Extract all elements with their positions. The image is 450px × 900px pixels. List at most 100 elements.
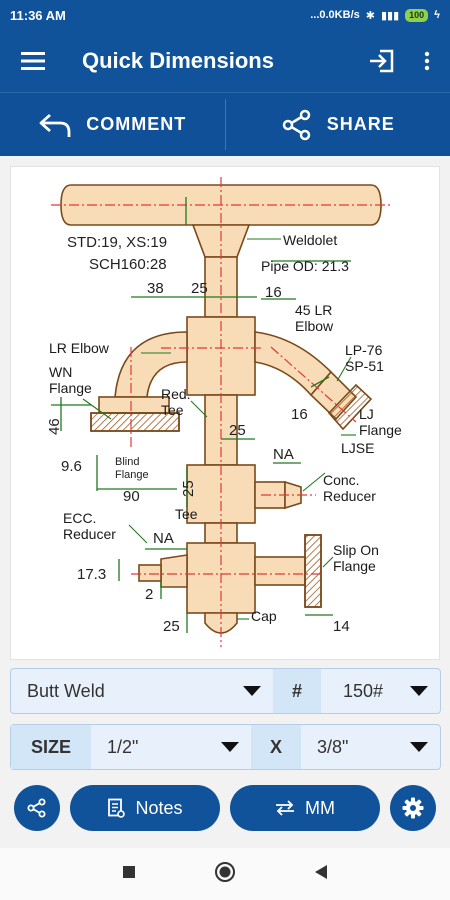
- lj-label-2: Flange: [359, 422, 402, 438]
- settings-button[interactable]: [390, 785, 436, 831]
- dimension-diagram: STD:19, XS:19 SCH160:28 Weldolet Pipe OD…: [10, 166, 440, 660]
- back-triangle-icon: [315, 864, 327, 879]
- dim-25-cap: 25: [163, 618, 180, 635]
- more-vert-icon: [424, 51, 430, 71]
- red-tee-label-1: Red.: [161, 386, 191, 402]
- sp-label: SP-51: [345, 358, 384, 374]
- hamburger-icon: [21, 52, 45, 70]
- dim-90: 90: [123, 488, 140, 505]
- weldolet-dims-label: STD:19, XS:19: [67, 234, 167, 251]
- size2-value: 3/8": [317, 736, 349, 757]
- dim-25-top: 25: [191, 280, 208, 297]
- chevron-down-icon: [410, 742, 428, 752]
- overflow-menu-button[interactable]: [404, 30, 450, 92]
- swap-arrows-icon: [276, 800, 294, 816]
- notes-icon: [108, 798, 126, 818]
- dim-2: 2: [145, 586, 153, 603]
- status-indicators: ...0.0KB/s ✱ ▮▮▮ 100 ϟ: [310, 8, 440, 22]
- dim-16-mid: 16: [291, 406, 308, 423]
- back-button[interactable]: [314, 864, 328, 885]
- weldolet-label: Weldolet: [283, 232, 337, 248]
- size-value: 1/2": [107, 736, 139, 757]
- app-bar: Quick Dimensions: [0, 30, 450, 92]
- action-divider: [224, 99, 226, 150]
- slip-label-2: Flange: [333, 558, 376, 574]
- lr45-label-1: 45 LR: [295, 302, 332, 318]
- dim-17-3: 17.3: [77, 566, 106, 583]
- lr-elbow-label: LR Elbow: [49, 340, 110, 356]
- wn-label-1: WN: [49, 364, 72, 380]
- ljse-label: LJSE: [341, 440, 374, 456]
- chevron-down-icon: [243, 686, 261, 696]
- end-type-value: Butt Weld: [27, 680, 105, 701]
- network-speed: ...0.0KB/s: [310, 9, 360, 21]
- ecc-label-2: Reducer: [63, 526, 116, 542]
- notes-label: Notes: [135, 797, 183, 818]
- pipe-od-label: Pipe OD: 21.3: [261, 258, 349, 274]
- share-icon: [282, 109, 310, 140]
- slip-label-1: Slip On: [333, 542, 379, 558]
- signal-icon: ▮▮▮: [380, 9, 400, 22]
- ecc-label-1: ECC.: [63, 510, 96, 526]
- comment-label: COMMENT: [86, 114, 187, 134]
- bottom-action-row: Notes MM: [10, 785, 440, 833]
- rating-dropdown[interactable]: 150#: [321, 669, 440, 713]
- x-tag: X: [251, 725, 301, 769]
- dim-38: 38: [147, 280, 164, 297]
- menu-button[interactable]: [0, 30, 66, 92]
- end-type-row: Butt Weld # 150#: [10, 668, 441, 714]
- na-top-label: NA: [273, 446, 294, 463]
- action-bar: COMMENT SHARE: [0, 92, 450, 156]
- notes-button[interactable]: Notes: [70, 785, 220, 831]
- comment-button[interactable]: COMMENT: [0, 93, 225, 156]
- lj-label-1: LJ: [359, 406, 374, 422]
- app-title: Quick Dimensions: [82, 48, 274, 73]
- size-tag: SIZE: [11, 725, 91, 769]
- na-bottom-label: NA: [153, 530, 174, 547]
- battery-icon: 100: [405, 8, 429, 22]
- charging-icon: ϟ: [434, 9, 440, 21]
- sch-dims-label: SCH160:28: [89, 256, 167, 273]
- blind-label-1: Blind: [115, 456, 139, 468]
- chevron-down-icon: [410, 686, 428, 696]
- reply-arrow-icon: [39, 113, 71, 137]
- share-small-button[interactable]: [14, 785, 60, 831]
- rating-tag: #: [273, 669, 321, 713]
- dim-14: 14: [333, 618, 350, 635]
- home-circle-icon: [215, 861, 235, 882]
- blind-label-2: Flange: [115, 469, 149, 481]
- login-button[interactable]: [358, 30, 404, 92]
- share-button[interactable]: SHARE: [226, 93, 450, 156]
- units-toggle-button[interactable]: MM: [230, 785, 380, 831]
- conc-label-1: Conc.: [323, 472, 360, 488]
- dim-25-mid: 25: [229, 422, 246, 439]
- dim-16-top: 16: [265, 284, 282, 301]
- status-time: 11:36 AM: [10, 7, 66, 23]
- login-icon: [370, 49, 394, 73]
- dim-9-6: 9.6: [61, 458, 82, 475]
- size-dropdown[interactable]: 1/2": [91, 725, 251, 769]
- units-label: MM: [305, 797, 335, 818]
- share-label: SHARE: [326, 114, 395, 134]
- bluetooth-icon: ✱: [365, 9, 375, 22]
- dim-46: 46: [46, 418, 63, 435]
- square-icon: [123, 865, 135, 878]
- pipe-fittings-drawing: STD:19, XS:19 SCH160:28 Weldolet Pipe OD…: [46, 177, 402, 647]
- red-tee-label-2: Tee: [161, 402, 184, 418]
- share-icon: [27, 798, 46, 818]
- end-type-dropdown[interactable]: Butt Weld: [11, 669, 273, 713]
- rating-value: 150#: [343, 680, 384, 701]
- conc-label-2: Reducer: [323, 488, 376, 504]
- chevron-down-icon: [221, 742, 239, 752]
- cap-label: Cap: [251, 608, 277, 624]
- gear-icon: [402, 797, 424, 819]
- dim-25-tee: 25: [180, 480, 197, 497]
- size2-dropdown[interactable]: 3/8": [301, 725, 440, 769]
- system-nav-bar: [0, 848, 450, 900]
- wn-label-2: Flange: [49, 380, 92, 396]
- tee-label: Tee: [175, 506, 198, 522]
- recents-button[interactable]: [122, 865, 136, 884]
- home-button[interactable]: [214, 861, 236, 888]
- size-row: SIZE 1/2" X 3/8": [10, 724, 441, 770]
